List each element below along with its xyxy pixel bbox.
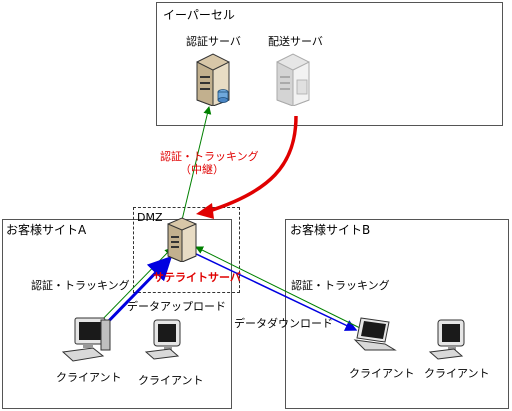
thin-client-icon — [144, 319, 181, 360]
satellite-server-label: サテライトサーバ — [153, 271, 241, 284]
download-arrow — [191, 251, 358, 331]
client-a1-label: クライアント — [56, 371, 122, 384]
eparcel-zone — [156, 2, 503, 126]
download-label: データダウンロード — [234, 317, 333, 330]
satellite-server-icon — [167, 217, 197, 262]
upload-arrow — [98, 255, 173, 332]
dmz-title: DMZ — [137, 211, 163, 224]
auth-server-label: 認証サーバ — [186, 35, 241, 48]
client-a2-label: クライアント — [138, 374, 204, 387]
dmz-zone — [133, 207, 240, 293]
delivery-server-icon — [276, 53, 310, 106]
relay-auth-line — [181, 106, 212, 221]
auth-line-b — [195, 246, 361, 329]
site-a-zone — [2, 219, 232, 409]
relay-arrow — [205, 115, 298, 214]
upload-label: データアップロード — [127, 300, 226, 313]
thin-client-icon — [428, 319, 465, 360]
site-b-zone — [285, 219, 509, 409]
delivery-server-label: 配送サーバ — [268, 35, 323, 48]
client-b1-label: クライアント — [349, 367, 415, 380]
auth-tracking-a-label: 認証・トラッキング — [31, 279, 130, 292]
relay-arrow-head — [196, 203, 214, 219]
desktop-computer-icon — [61, 317, 111, 362]
laptop-icon — [353, 317, 397, 351]
site-b-title: お客様サイトB — [290, 223, 371, 237]
eparcel-title: イーパーセル — [163, 8, 235, 22]
auth-tracking-b-label: 認証・トラッキング — [291, 279, 390, 292]
site-a-title: お客様サイトA — [6, 223, 87, 237]
auth-server-icon — [196, 53, 230, 106]
relay-label-line2: （中継） — [180, 163, 224, 176]
client-b2-label: クライアント — [424, 367, 490, 380]
relay-label-line1: 認証・トラッキング — [160, 150, 259, 163]
